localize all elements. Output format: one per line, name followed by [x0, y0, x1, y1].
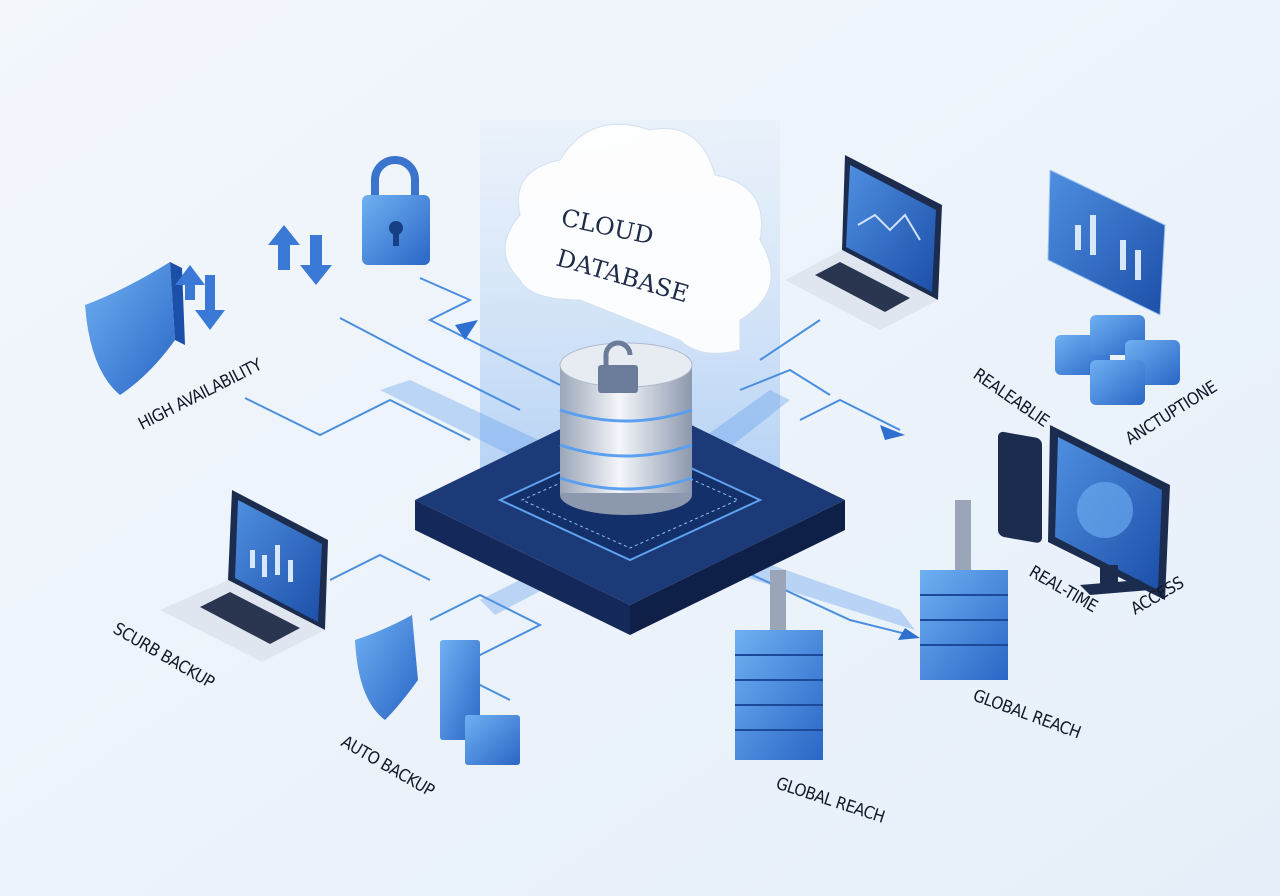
cloud-icon: CLOUD DATABASE [504, 123, 772, 354]
dashboard-monitor-icon [1047, 169, 1166, 316]
transfer-arrows-icon [175, 225, 332, 330]
server-stack-small-icon [440, 640, 520, 765]
server-rack-right-icon [920, 500, 1008, 680]
smartphone-icon [998, 431, 1042, 543]
laptop-left-icon [160, 490, 328, 662]
database-cylinder-icon [559, 340, 693, 515]
database-blocks-icon [1055, 315, 1180, 405]
server-rack-center-icon [735, 570, 823, 760]
laptop-top-icon [785, 155, 942, 330]
padlock-icon [362, 156, 430, 265]
unlock-icon [598, 365, 638, 393]
globe-monitor-icon [1048, 425, 1170, 600]
shield-bottom-icon [355, 615, 418, 720]
